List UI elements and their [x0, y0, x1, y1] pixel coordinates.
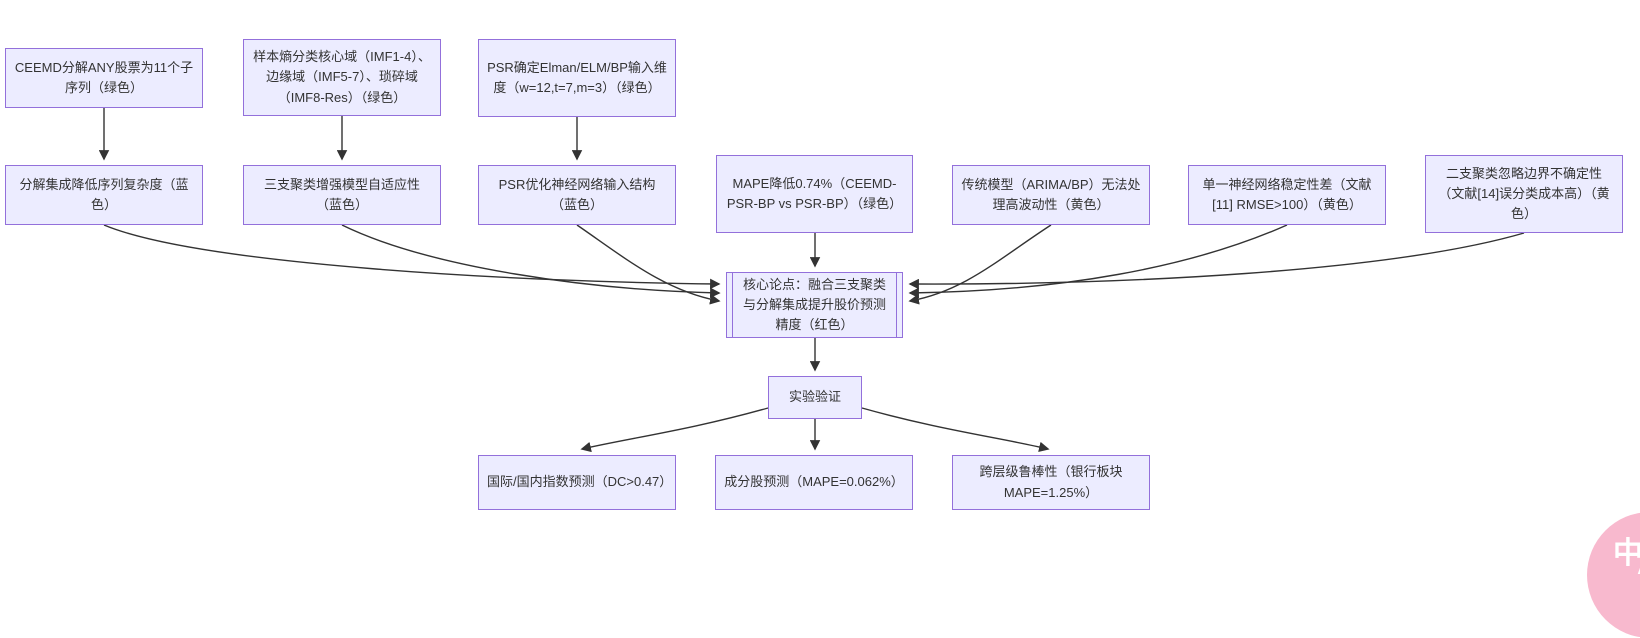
translate-icon: 中 — [1613, 537, 1640, 570]
node-traditional-model-limitation: 传统模型（ARIMA/BP）无法处理高波动性（黄色） — [952, 165, 1150, 225]
node-ceemd-decomposition: CEEMD分解ANY股票为11个子序列（绿色） — [5, 48, 203, 108]
edge-experiment-to-robustness — [861, 407, 1050, 453]
node-decomposition-reduces-complexity: 分解集成降低序列复杂度（蓝色） — [5, 165, 203, 225]
node-mape-reduction: MAPE降低0.74%（CEEMD-PSR-BP vs PSR-BP）（绿色） — [716, 155, 913, 233]
node-label: PSR优化神经网络输入结构（蓝色） — [498, 176, 656, 212]
node-label: 分解集成降低序列复杂度（蓝色） — [19, 176, 189, 212]
node-sample-entropy-classification: 样本熵分类核心域（IMF1-4）、边缘域（IMF5-7）、琐碎域（IMF8-Re… — [243, 39, 441, 116]
node-label: 跨层级鲁棒性（银行板块 MAPE=1.25%） — [979, 464, 1123, 500]
node-label: 二支聚类忽略边界不确定性（文献[14]误分类成本高）（黄色） — [1438, 165, 1610, 222]
edge-decomp-to-core — [103, 224, 721, 290]
node-two-way-clustering-limitation: 二支聚类忽略边界不确定性（文献[14]误分类成本高）（黄色） — [1425, 155, 1623, 233]
edge-psropt-to-core — [576, 224, 721, 305]
node-psr-input-dimension: PSR确定Elman/ELM/BP输入维度（w=12,t=7,m=3）（绿色） — [478, 39, 676, 117]
node-label: 实验验证 — [788, 389, 841, 405]
node-label: 国际/国内指数预测（DC>0.47） — [487, 474, 673, 490]
node-label: 成分股预测（MAPE=0.062%） — [724, 474, 904, 490]
edge-twoway-to-core — [908, 232, 1525, 290]
node-index-prediction: 国际/国内指数预测（DC>0.47） — [478, 455, 676, 510]
edge-threeway-to-core — [341, 224, 721, 299]
node-label: CEEMD分解ANY股票为11个子序列（绿色） — [14, 59, 194, 95]
edge-singlenn-to-core — [908, 224, 1288, 299]
node-label: 单一神经网络稳定性差（文献[11] RMSE>100）（黄色） — [1202, 176, 1372, 212]
node-psr-optimizes-input-structure: PSR优化神经网络输入结构（蓝色） — [478, 165, 676, 225]
node-three-way-clustering-adaptivity: 三支聚类增强模型自适应性（蓝色） — [243, 165, 441, 225]
node-label: 传统模型（ARIMA/BP）无法处理高波动性（黄色） — [961, 176, 1141, 212]
edge-traditional-to-core — [908, 224, 1052, 305]
translate-icon-letter: A — [1637, 548, 1640, 582]
node-single-nn-instability: 单一神经网络稳定性差（文献[11] RMSE>100）（黄色） — [1188, 165, 1386, 225]
node-label: 样本熵分类核心域（IMF1-4）、边缘域（IMF5-7）、琐碎域（IMF8-Re… — [253, 49, 431, 105]
flowchart-canvas: CEEMD分解ANY股票为11个子序列（绿色） 样本熵分类核心域（IMF1-4）… — [5, 39, 1640, 638]
node-label: 核心论点：融合三支聚类与分解集成提升股价预测精度（红色） — [742, 276, 886, 333]
translate-floating-button[interactable]: 中 A — [1587, 512, 1640, 638]
edge-experiment-to-index — [580, 407, 769, 453]
node-label: PSR确定Elman/ELM/BP输入维度（w=12,t=7,m=3）（绿色） — [487, 59, 667, 95]
node-label: 三支聚类增强模型自适应性（蓝色） — [263, 176, 420, 212]
node-core-thesis: 核心论点：融合三支聚类与分解集成提升股价预测精度（红色） — [726, 272, 903, 338]
node-constituent-stock-prediction: 成分股预测（MAPE=0.062%） — [715, 455, 913, 510]
node-cross-level-robustness: 跨层级鲁棒性（银行板块 MAPE=1.25%） — [952, 455, 1150, 510]
node-experimental-validation: 实验验证 — [768, 376, 862, 419]
node-label: MAPE降低0.74%（CEEMD-PSR-BP vs PSR-BP）（绿色） — [726, 175, 903, 211]
